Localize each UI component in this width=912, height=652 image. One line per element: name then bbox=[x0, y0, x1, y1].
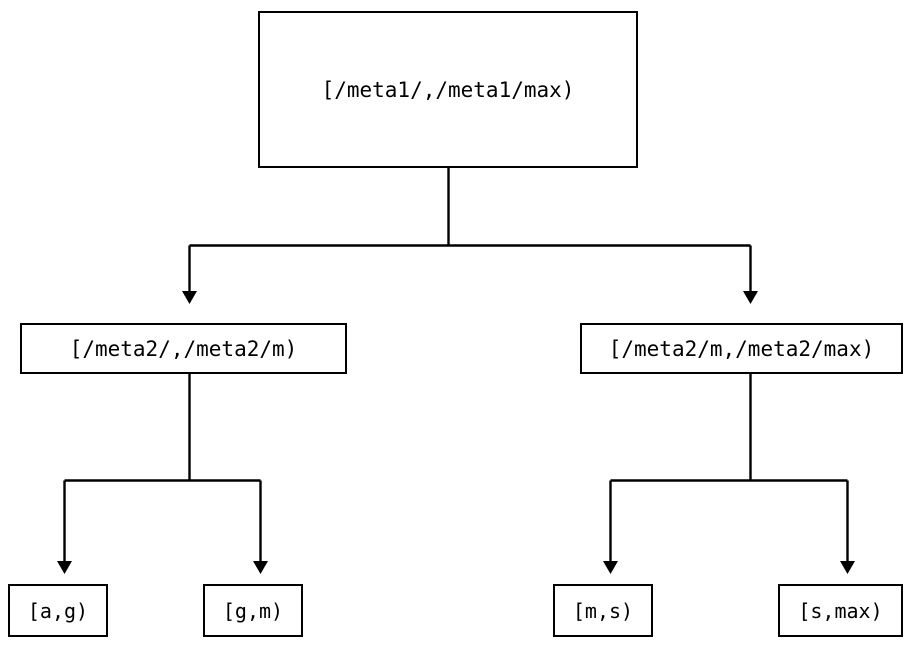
tree-node-leaf-3-label: [m,s) bbox=[572, 598, 634, 623]
tree-node-leaf-4-label: [s,max) bbox=[798, 598, 883, 623]
arrowhead-mid-right bbox=[743, 291, 758, 304]
arrowhead-leaf-3 bbox=[603, 561, 618, 574]
arrowhead-leaf-2 bbox=[253, 561, 268, 574]
arrowhead-leaf-1 bbox=[57, 561, 72, 574]
tree-node-mid-right-label: [/meta2/m,/meta2/max) bbox=[608, 336, 875, 361]
tree-node-leaf-4[interactable]: [s,max) bbox=[778, 584, 903, 637]
tree-node-root-label: [/meta1/,/meta1/max) bbox=[321, 77, 575, 102]
arrowhead-mid-left bbox=[182, 291, 197, 304]
arrowhead-leaf-4 bbox=[840, 561, 855, 574]
tree-node-leaf-2[interactable]: [g,m) bbox=[203, 584, 303, 637]
tree-node-leaf-3[interactable]: [m,s) bbox=[553, 584, 653, 637]
tree-node-mid-left-label: [/meta2/,/meta2/m) bbox=[69, 336, 298, 361]
tree-node-leaf-2-label: [g,m) bbox=[222, 598, 284, 623]
tree-node-root[interactable]: [/meta1/,/meta1/max) bbox=[258, 11, 638, 168]
tree-node-mid-right[interactable]: [/meta2/m,/meta2/max) bbox=[580, 323, 903, 374]
tree-node-leaf-1-label: [a,g) bbox=[27, 598, 89, 623]
tree-node-leaf-1[interactable]: [a,g) bbox=[8, 584, 108, 637]
tree-node-mid-left[interactable]: [/meta2/,/meta2/m) bbox=[20, 323, 347, 374]
